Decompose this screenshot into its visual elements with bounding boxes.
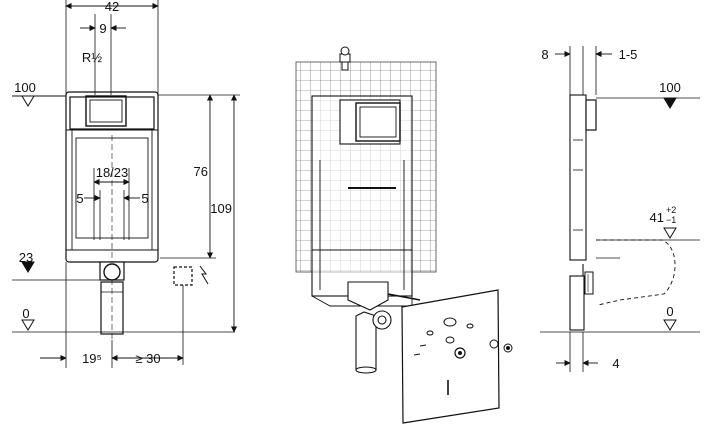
level-23-label: 23	[19, 250, 33, 265]
front-view	[12, 0, 240, 368]
drain-elbow	[347, 281, 389, 311]
drain-pipe-iso	[355, 310, 392, 374]
flush-opening	[355, 102, 401, 142]
side-view	[540, 46, 700, 372]
dim-height-109: 109	[210, 201, 232, 216]
side-dim-bottom: 4	[612, 356, 619, 371]
dim-offset: 9	[99, 21, 106, 36]
wall-cover-plate	[401, 289, 500, 424]
power-symbol	[199, 265, 209, 285]
dim-height-76: 76	[194, 164, 208, 179]
floor-level-label: 0	[22, 306, 29, 321]
side-level-100-label: 100	[659, 80, 681, 95]
level-markers-side	[663, 97, 677, 331]
flush-plate-profile	[585, 99, 597, 131]
dim-left-gap: 5	[76, 191, 83, 206]
socket-box	[173, 266, 193, 286]
side-level-41-plus: +2	[666, 205, 676, 215]
side-level-41-label: 41	[650, 210, 664, 225]
dim-right-gap: 5	[141, 191, 148, 206]
toilet-bowl-outline	[596, 239, 676, 306]
side-floor-label: 0	[666, 304, 673, 319]
water-inlet-fitting	[339, 46, 351, 71]
side-dim-top-left: 8	[541, 47, 548, 62]
side-dim-top-right: 1-5	[619, 47, 638, 62]
level-markers-front	[12, 95, 66, 331]
dim-bottom-left: 19⁵	[82, 351, 102, 366]
isometric-view	[295, 46, 513, 424]
side-level-41-minus: −1	[666, 215, 676, 225]
drain-pipe	[100, 281, 124, 335]
level-triangle-100	[21, 95, 35, 107]
level-triangle-23	[21, 261, 35, 273]
dim-spacing: 18/23	[96, 165, 129, 180]
level-triangle-side-0	[663, 319, 677, 331]
level-100-label: 100	[14, 80, 36, 95]
mounting-bolt	[489, 339, 513, 353]
level-triangle-side-41	[663, 227, 677, 239]
level-triangle-side-100	[663, 97, 677, 109]
dim-bottom-right: ≥ 30	[135, 351, 160, 366]
dim-width: 42	[105, 0, 119, 14]
drain-bend	[569, 275, 585, 331]
frame-profile	[569, 94, 587, 261]
thread-size-label: R½	[82, 50, 102, 65]
flush-plate-area	[85, 95, 127, 127]
level-triangle-0	[21, 319, 35, 331]
